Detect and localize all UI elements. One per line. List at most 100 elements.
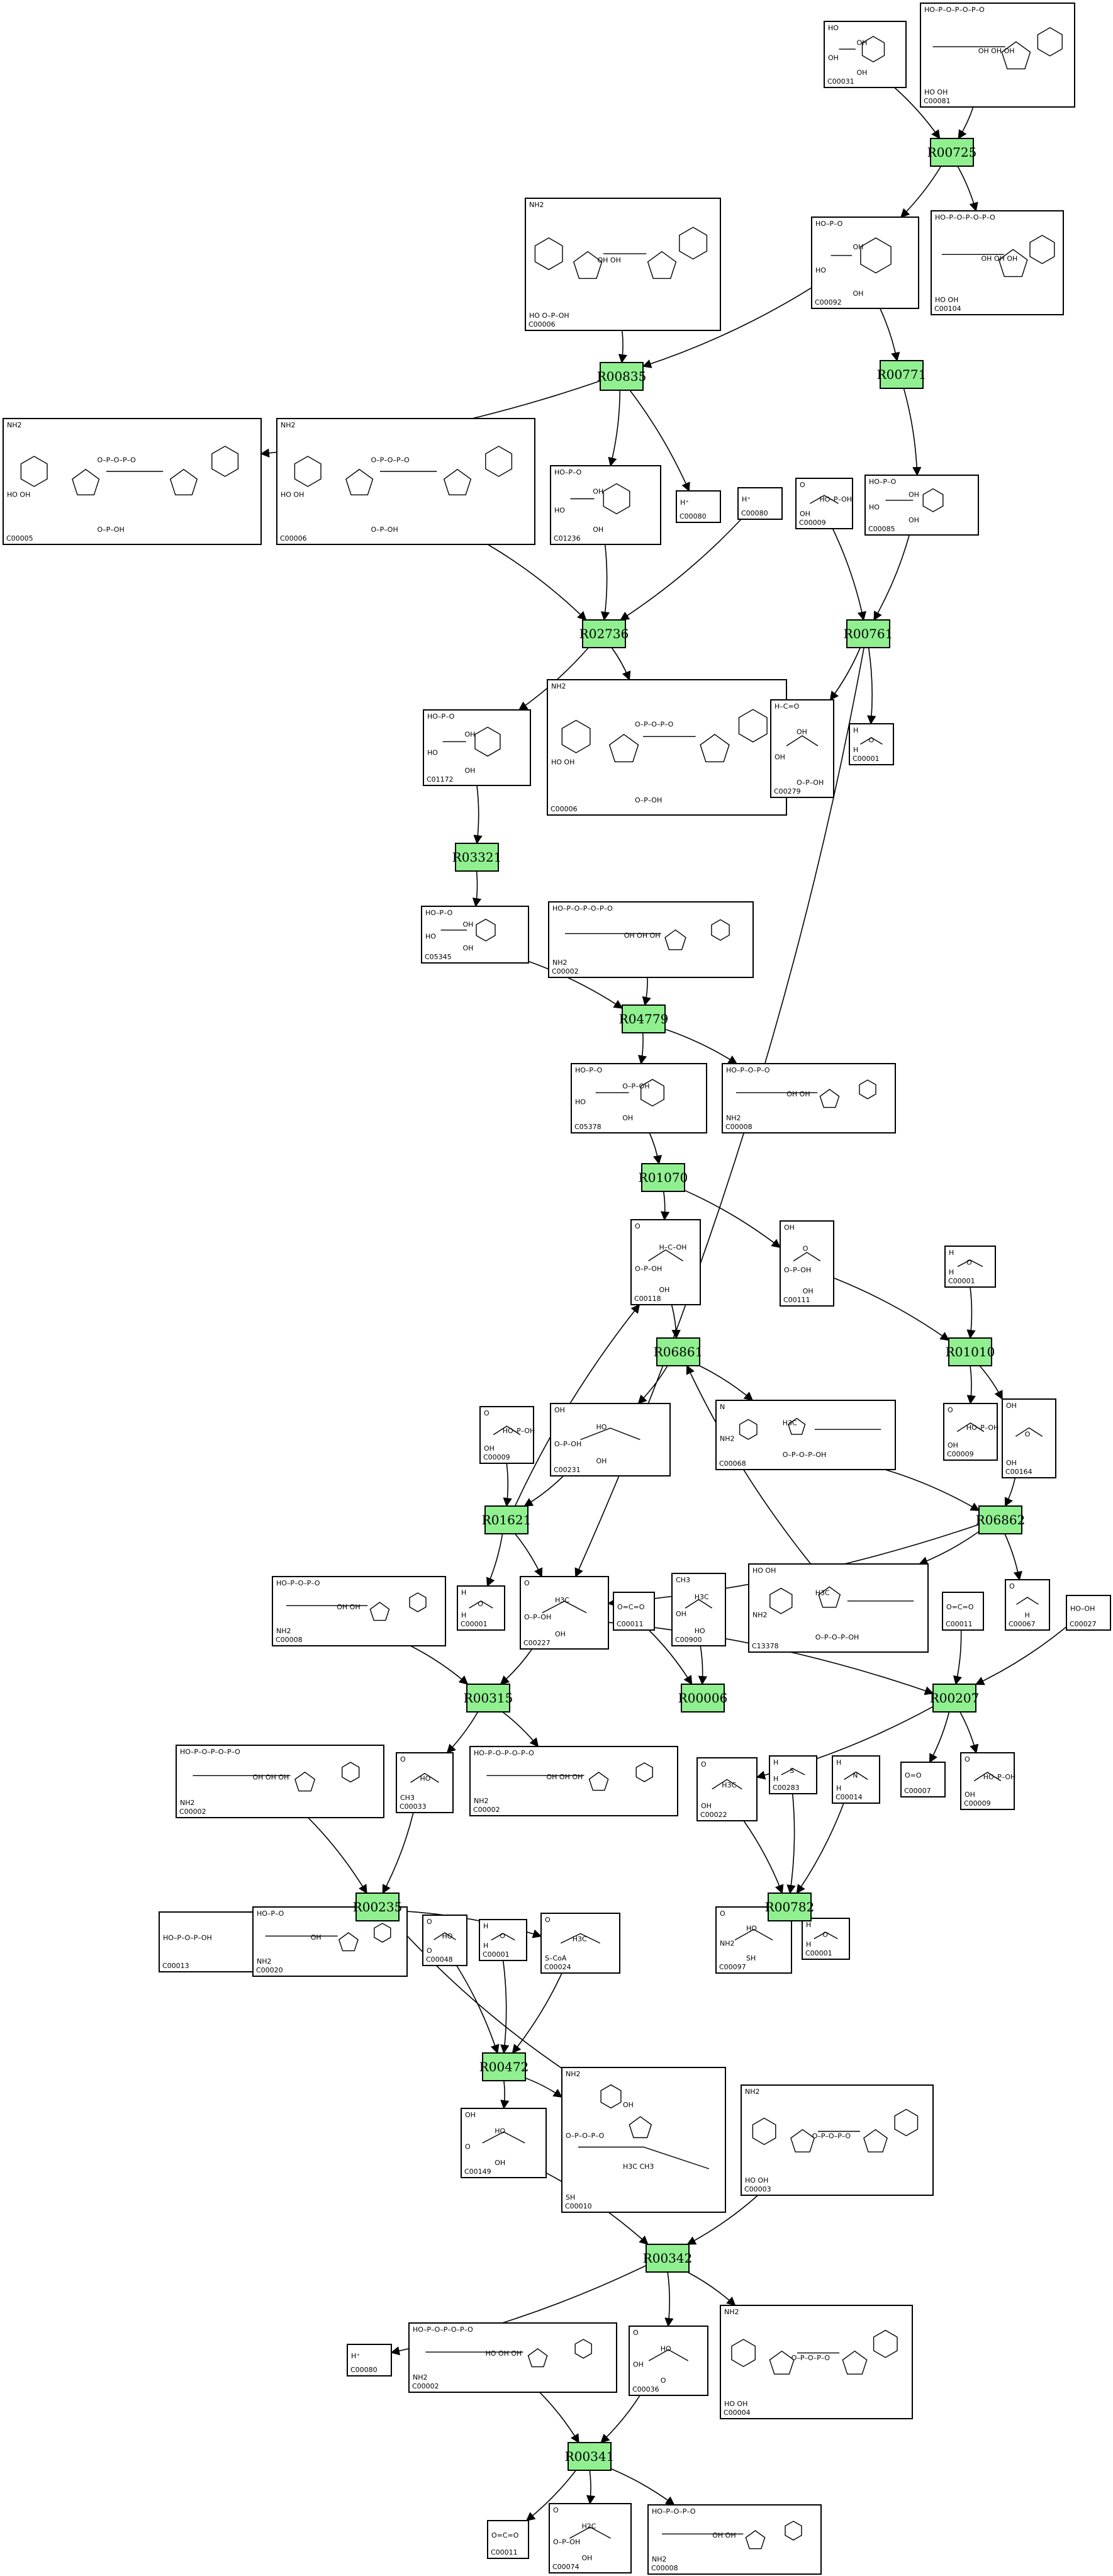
- reaction-box[interactable]: [482, 2052, 526, 2081]
- compound-box[interactable]: [1002, 1398, 1056, 1478]
- reaction-node[interactable]: R00207: [930, 1684, 980, 1713]
- compound-box[interactable]: [900, 1762, 946, 1797]
- reaction-node[interactable]: R04779: [619, 1004, 669, 1033]
- compound-box[interactable]: [1005, 1579, 1050, 1631]
- compound-node[interactable]: H⁺C00080: [347, 2344, 392, 2376]
- compound-box[interactable]: [457, 1585, 505, 1631]
- reaction-node[interactable]: R00725: [927, 138, 977, 167]
- reaction-node[interactable]: R01621: [482, 1505, 532, 1534]
- reaction-box[interactable]: [768, 1893, 812, 1921]
- reaction-box[interactable]: [568, 2442, 612, 2471]
- reaction-node[interactable]: R00472: [479, 2052, 529, 2081]
- reaction-box[interactable]: [355, 1893, 400, 1921]
- reaction-box[interactable]: [932, 1684, 976, 1713]
- reaction-node[interactable]: R00341: [565, 2442, 615, 2471]
- reaction-node[interactable]: R00761: [844, 619, 893, 648]
- compound-box[interactable]: [770, 699, 834, 798]
- compound-box[interactable]: [944, 1246, 996, 1288]
- compound-box[interactable]: [550, 465, 661, 545]
- compound-box[interactable]: [461, 2108, 547, 2178]
- reaction-box[interactable]: [930, 138, 974, 167]
- compound-box[interactable]: [737, 487, 783, 520]
- reaction-node[interactable]: R06861: [654, 1337, 703, 1366]
- reaction-box[interactable]: [681, 1684, 725, 1713]
- compound-box[interactable]: [824, 21, 907, 88]
- compound-box[interactable]: [795, 478, 853, 529]
- reaction-box[interactable]: [641, 1163, 685, 1192]
- compound-box[interactable]: [550, 1403, 671, 1476]
- reaction-box[interactable]: [646, 2244, 690, 2273]
- compound-box[interactable]: [423, 709, 531, 786]
- compound-box[interactable]: [696, 1757, 758, 1821]
- reaction-node[interactable]: R00782: [765, 1893, 815, 1921]
- compound-box[interactable]: [943, 1403, 998, 1461]
- compound-box[interactable]: [720, 2305, 913, 2419]
- reaction-node[interactable]: R01010: [946, 1337, 995, 1366]
- compound-box[interactable]: [3, 418, 262, 545]
- compound-box[interactable]: [540, 1913, 620, 1974]
- compound-box[interactable]: [571, 1063, 707, 1133]
- compound-box[interactable]: [479, 1919, 527, 1961]
- compound-box[interactable]: [942, 1592, 984, 1631]
- compound-box[interactable]: [347, 2344, 392, 2376]
- compound-box[interactable]: [487, 2520, 529, 2559]
- compound-box[interactable]: [769, 1755, 817, 1794]
- reaction-node[interactable]: R00342: [643, 2244, 693, 2273]
- reaction-box[interactable]: [880, 360, 924, 389]
- compound-box[interactable]: [849, 723, 894, 765]
- compound-box[interactable]: [1066, 1595, 1111, 1631]
- compound-box[interactable]: [549, 2503, 632, 2573]
- reaction-box[interactable]: [948, 1337, 992, 1366]
- compound-box[interactable]: [422, 1915, 467, 1966]
- compound-box[interactable]: [613, 1592, 655, 1631]
- reaction-node[interactable]: R02736: [579, 619, 629, 648]
- compound-box[interactable]: [396, 1752, 454, 1813]
- reaction-box[interactable]: [455, 843, 499, 872]
- compound-box[interactable]: [630, 1219, 701, 1305]
- reaction-box[interactable]: [622, 1004, 666, 1033]
- compound-box[interactable]: [748, 1563, 929, 1653]
- reaction-node[interactable]: R03321: [452, 843, 502, 872]
- compound-box[interactable]: [671, 1573, 726, 1646]
- compound-node[interactable]: H⁺C00080: [737, 487, 783, 520]
- compound-box[interactable]: [780, 1220, 834, 1307]
- reaction-node[interactable]: R00315: [464, 1684, 513, 1713]
- reaction-node[interactable]: R00835: [597, 362, 647, 391]
- compound-box[interactable]: [802, 1918, 850, 1960]
- compound-node[interactable]: H⁺C00080: [676, 490, 721, 523]
